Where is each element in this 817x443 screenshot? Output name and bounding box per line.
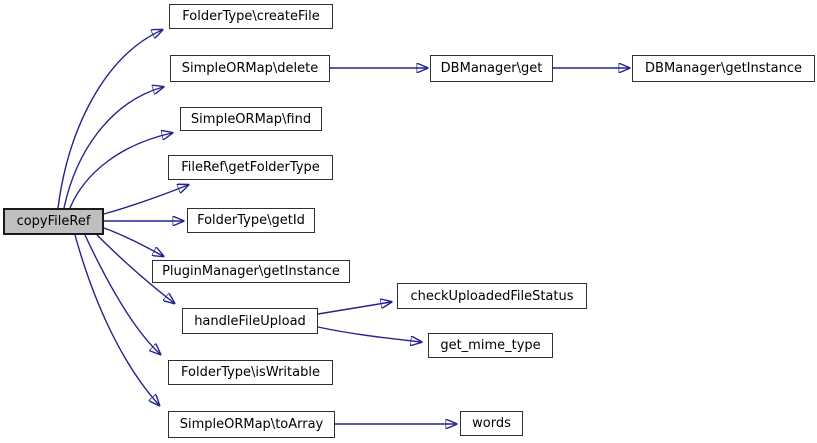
node-copyfileref: copyFileRef — [3, 208, 104, 235]
node-handlefileupload[interactable]: handleFileUpload — [182, 308, 318, 334]
node-simpleormap-toarray[interactable]: SimpleORMap\toArray — [168, 411, 335, 438]
node-pluginmanager-getinstance[interactable]: PluginManager\getInstance — [152, 260, 350, 283]
edge-handlefileupload-to-checkuploadedfilestatus — [317, 302, 391, 315]
edge-copyfileref-to-simpleormap-find — [69, 133, 172, 209]
node-simpleormap-find[interactable]: SimpleORMap\find — [180, 107, 322, 131]
node-foldertype-getid[interactable]: FolderType\getId — [187, 208, 315, 233]
node-fileref-getfoldertype[interactable]: FileRef\getFolderType — [168, 155, 333, 180]
node-foldertype-iswritable[interactable]: FolderType\isWritable — [168, 360, 333, 385]
node-words[interactable]: words — [460, 411, 523, 436]
node-get-mime-type[interactable]: get_mime_type — [428, 333, 553, 358]
node-dbmanager-get[interactable]: DBManager\get — [430, 55, 553, 82]
edge-copyfileref-to-handlefileupload — [96, 234, 174, 303]
edge-handlefileupload-to-get-mime-type — [317, 326, 421, 342]
edge-copyfileref-to-pluginmanager-getinstance — [103, 227, 163, 256]
node-dbmanager-getinstance[interactable]: DBManager\getInstance — [632, 55, 815, 82]
edge-copyfileref-to-simpleormap-toarray — [74, 234, 159, 405]
edge-copyfileref-to-simpleormap-delete — [63, 87, 163, 209]
edge-copyfileref-to-foldertype-createfile — [57, 30, 162, 209]
node-simpleormap-delete[interactable]: SimpleORMap\delete — [170, 55, 330, 82]
edge-copyfileref-to-fileref-getfoldertype — [103, 185, 188, 215]
node-checkuploadedfilestatus[interactable]: checkUploadedFileStatus — [397, 283, 587, 309]
edge-copyfileref-to-foldertype-iswritable — [84, 234, 160, 354]
node-foldertype-createfile[interactable]: FolderType\createFile — [169, 4, 333, 29]
